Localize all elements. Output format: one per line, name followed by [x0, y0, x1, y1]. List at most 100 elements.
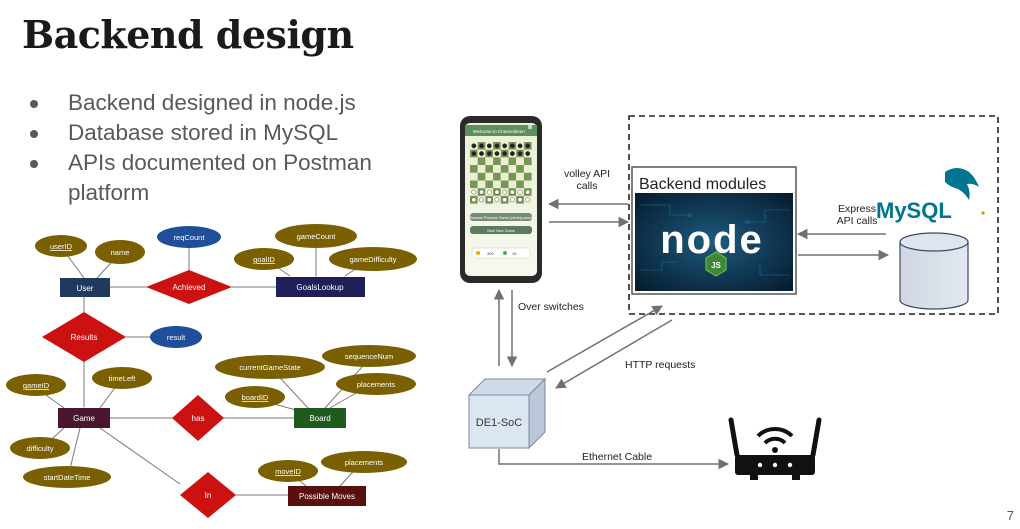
- chess-piece-icon: [486, 189, 492, 195]
- page-number: 7: [1006, 508, 1014, 523]
- chess-piece-icon: [509, 197, 515, 203]
- bullet-item: APIs documented on Postman platform: [30, 148, 438, 208]
- board-square: [485, 172, 494, 181]
- relation-has: [172, 395, 224, 441]
- board-square: [470, 180, 478, 189]
- attr-reqcount-label: reqCount: [174, 233, 206, 242]
- board-square: [516, 180, 524, 189]
- board-square: [516, 157, 524, 166]
- attr-userid: [35, 235, 87, 257]
- attr-difficulty-label: difficulty: [27, 444, 54, 453]
- chess-piece-icon: [486, 143, 492, 149]
- bullet-dot: [30, 160, 38, 168]
- chess-piece-icon: [525, 197, 531, 203]
- backend-modules-label: Backend modules: [639, 176, 766, 193]
- chess-piece-icon: [479, 197, 484, 203]
- chess-piece-icon: [494, 151, 500, 156]
- board-square: [477, 172, 486, 181]
- relation-achieved-label: Achieved: [173, 283, 206, 292]
- attr-name-label: name: [111, 248, 130, 257]
- phone-menu-icon: [528, 125, 532, 129]
- chessboard: [470, 142, 532, 204]
- board-square: [493, 180, 501, 189]
- attr-goalid-label: goalID: [253, 255, 275, 264]
- attr-sequencenum: [322, 345, 416, 367]
- attr-reqcount: [157, 226, 221, 248]
- backend-modules-box: Backend modules node JS: [631, 166, 797, 295]
- attr-placements-moves-label: placements: [345, 458, 384, 467]
- attr-currentgamestate-label: currentGameState: [239, 363, 300, 372]
- attr-placements-moves: [321, 451, 407, 473]
- phone-start-label: Start New Game: [487, 229, 515, 233]
- bullet-text: Backend designed in node.js: [68, 90, 356, 115]
- ethernet-cable-line: [498, 449, 730, 470]
- board-square: [500, 165, 509, 173]
- chess-piece-icon: [509, 189, 515, 195]
- board-square: [470, 157, 478, 166]
- board-square: [500, 157, 509, 166]
- chess-piece-icon: [502, 151, 508, 156]
- chess-piece-icon: [486, 197, 492, 203]
- arrow-backend-to-de1: [555, 319, 673, 389]
- chess-piece-icon: [517, 189, 523, 195]
- board-square: [485, 180, 494, 189]
- bullet-item: Database stored in MySQL: [30, 118, 438, 148]
- phone-header-text: Welcome to ChessAbleer!: [473, 129, 525, 134]
- js-badge-label: JS: [711, 261, 721, 270]
- board-square: [508, 157, 517, 166]
- chess-piece-icon: [525, 189, 531, 195]
- relation-in-label: In: [205, 491, 212, 500]
- entity-board-label: Board: [309, 414, 330, 423]
- board-square: [470, 165, 478, 173]
- attr-gamedifficulty: [329, 247, 417, 271]
- attr-gamecount-label: gameCount: [297, 232, 337, 241]
- attr-moveid-label: moveID: [275, 467, 301, 476]
- attr-gameid-label: gameID: [23, 381, 50, 390]
- label-over-switches: Over switches: [518, 301, 584, 313]
- bullet-text: APIs documented on Postman platform: [68, 150, 372, 205]
- label-http-requests: HTTP requests: [625, 359, 695, 371]
- slide-title: Backend design: [22, 12, 354, 57]
- board-square: [493, 165, 501, 173]
- attr-gamecount: [275, 224, 357, 248]
- entity-user-label: User: [77, 284, 94, 293]
- chess-piece-icon: [494, 197, 500, 203]
- attr-result: [150, 326, 202, 348]
- attr-startdatetime-label: startDateTime: [44, 473, 91, 482]
- chess-piece-icon: [509, 143, 515, 149]
- board-square: [508, 165, 517, 173]
- board-square: [485, 157, 494, 166]
- router-icon: [728, 417, 822, 480]
- chess-piece-icon: [471, 197, 477, 203]
- chess-piece-icon: [471, 143, 477, 149]
- server-boundary: [628, 115, 999, 315]
- board-square: [523, 165, 532, 173]
- board-square: [477, 165, 486, 173]
- de1-soc-box: DE1-SoC: [467, 377, 547, 450]
- board-square: [477, 157, 486, 166]
- label-ethernet-cable: Ethernet Cable: [582, 451, 652, 463]
- chess-piece-icon: [479, 151, 484, 156]
- entity-goals-lookup-label: GoalsLookup: [296, 283, 344, 292]
- board-square: [493, 172, 501, 181]
- entity-possible-moves-label: Possible Moves: [299, 492, 355, 501]
- mysql-wordmark: MySQL: [876, 198, 952, 223]
- circuit-lines: [640, 204, 790, 276]
- entity-game: [58, 408, 110, 428]
- phone-stat1: 300: [487, 251, 494, 256]
- entity-user: [60, 278, 110, 297]
- board-square: [500, 180, 509, 189]
- board-square: [508, 180, 517, 189]
- mysql-logo: MySQL: [876, 168, 985, 223]
- chess-piece-icon: [509, 151, 515, 156]
- attr-gameid: [6, 374, 66, 396]
- attr-placements-board-label: placements: [357, 380, 396, 389]
- board-square: [500, 172, 509, 181]
- chess-piece-icon: [494, 189, 500, 195]
- database-cylinder-icon: [899, 232, 969, 310]
- er-diagram: User GoalsLookup Game Board Possible Mov…: [6, 224, 417, 518]
- attr-boardid: [225, 386, 285, 408]
- attr-placements-board: [336, 373, 416, 395]
- phone-stat2: 15: [512, 251, 517, 256]
